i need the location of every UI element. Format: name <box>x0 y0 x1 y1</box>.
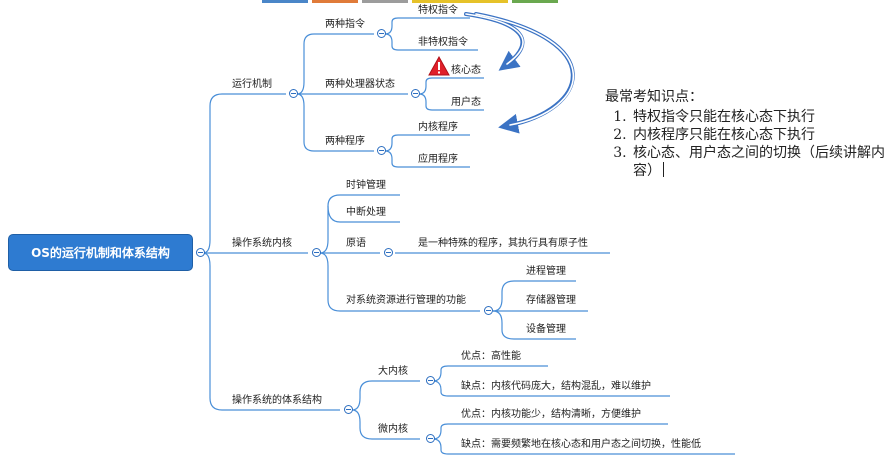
key-points-title: 最常考知识点： <box>605 89 703 105</box>
key-point-item: 内核程序只能在核心态下执行 <box>631 126 890 144</box>
node-kernel-mode[interactable]: 核心态 <box>451 65 481 76</box>
top-toolbar-strip <box>412 0 508 3</box>
node-macrokernel[interactable]: 大内核 <box>378 366 408 377</box>
collapse-icon[interactable] <box>384 248 393 257</box>
node-mechanism[interactable]: 运行机制 <box>232 79 272 90</box>
node-clock[interactable]: 时钟管理 <box>346 180 386 191</box>
root-node[interactable]: OS的运行机制和体系结构 <box>8 234 193 271</box>
node-macro-con[interactable]: 缺点：内核代码庞大，结构混乱，难以维护 <box>461 381 651 392</box>
key-points-textbox[interactable]: 最常考知识点： 特权指令只能在核心态下执行 内核程序只能在核心态下执行 核心态、… <box>605 88 890 180</box>
collapse-icon[interactable] <box>196 248 205 257</box>
node-process-mgmt[interactable]: 进程管理 <box>526 266 566 277</box>
key-point-item: 特权指令只能在核心态下执行 <box>631 108 890 126</box>
collapse-icon[interactable] <box>377 29 386 38</box>
node-kernel[interactable]: 操作系统内核 <box>232 238 292 249</box>
node-micro-con[interactable]: 缺点：需要频繁地在核心态和用户态之间切换，性能低 <box>461 439 701 450</box>
node-kernel-program[interactable]: 内核程序 <box>418 122 458 133</box>
collapse-icon[interactable] <box>411 89 420 98</box>
key-points-list: 特权指令只能在核心态下执行 内核程序只能在核心态下执行 核心态、用户态之间的切换… <box>605 108 890 180</box>
node-privileged[interactable]: 特权指令 <box>418 5 458 16</box>
node-instructions[interactable]: 两种指令 <box>325 19 365 30</box>
top-toolbar-strip <box>362 0 408 3</box>
top-toolbar-strip <box>512 0 558 3</box>
node-architecture[interactable]: 操作系统的体系结构 <box>232 395 322 406</box>
node-states[interactable]: 两种处理器状态 <box>325 79 395 90</box>
collapse-icon[interactable] <box>377 146 386 155</box>
node-user-mode[interactable]: 用户态 <box>451 97 481 108</box>
collapse-icon[interactable] <box>484 306 493 315</box>
top-toolbar-strip <box>262 0 308 3</box>
text-cursor <box>663 162 664 177</box>
collapse-icon[interactable] <box>426 376 435 385</box>
collapse-icon[interactable] <box>312 248 321 257</box>
node-micro-pro[interactable]: 优点：内核功能少，结构清晰，方便维护 <box>461 409 641 420</box>
node-interrupt[interactable]: 中断处理 <box>346 207 386 218</box>
node-programs[interactable]: 两种程序 <box>325 136 365 147</box>
node-primitive-desc[interactable]: 是一种特殊的程序，其执行具有原子性 <box>418 238 588 249</box>
node-macro-pro[interactable]: 优点：高性能 <box>461 351 521 362</box>
node-microkernel[interactable]: 微内核 <box>378 424 408 435</box>
collapse-icon[interactable] <box>344 405 353 414</box>
node-nonprivileged[interactable]: 非特权指令 <box>418 37 468 48</box>
top-toolbar-strip <box>312 0 358 3</box>
node-primitive[interactable]: 原语 <box>346 238 366 249</box>
node-device-mgmt[interactable]: 设备管理 <box>526 324 566 335</box>
warning-icon <box>428 56 450 76</box>
collapse-icon[interactable] <box>289 89 298 98</box>
key-point-item: 核心态、用户态之间的切换（后续讲解内容） <box>631 144 890 180</box>
node-app-program[interactable]: 应用程序 <box>418 154 458 165</box>
node-resources[interactable]: 对系统资源进行管理的功能 <box>346 295 466 306</box>
collapse-icon[interactable] <box>426 434 435 443</box>
node-memory-mgmt[interactable]: 存储器管理 <box>526 295 576 306</box>
